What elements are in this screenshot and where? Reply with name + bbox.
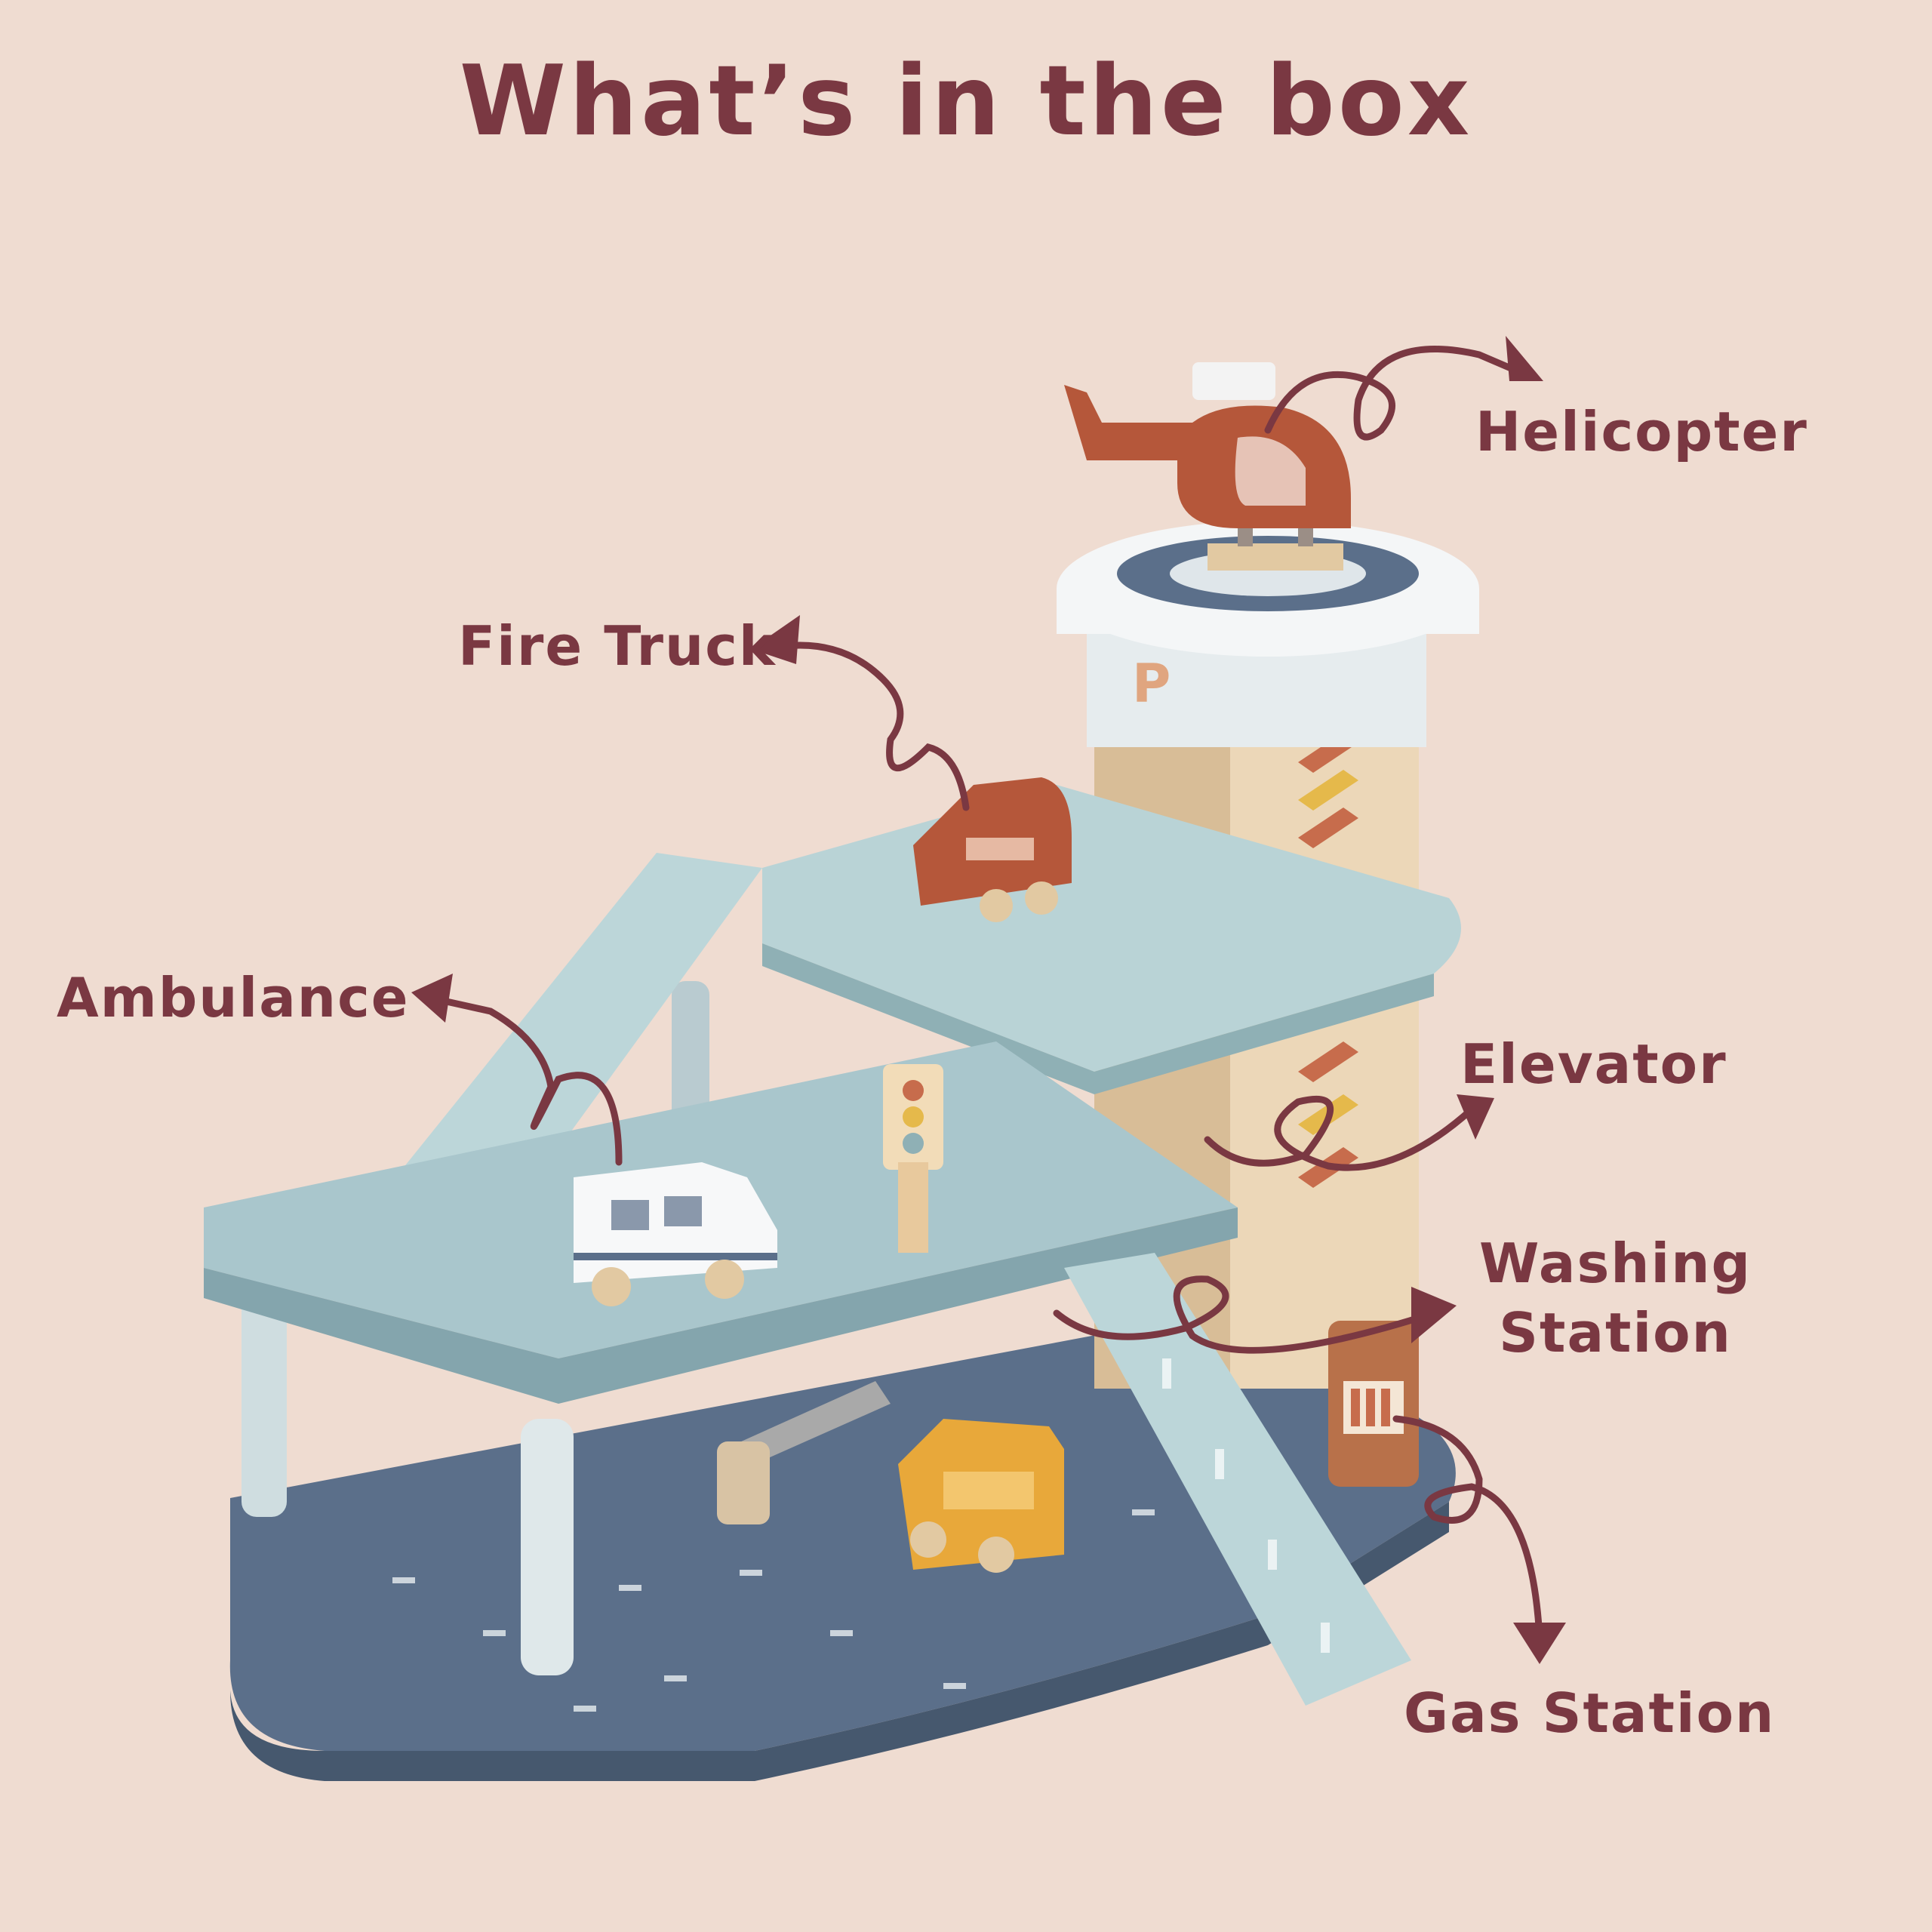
fire-truck-arrow bbox=[762, 641, 970, 811]
page-title: What’s in the box bbox=[459, 45, 1473, 158]
lower-ramp bbox=[1064, 1253, 1411, 1706]
upper-ramp bbox=[347, 853, 762, 1253]
gas-pump-toy bbox=[1328, 1321, 1419, 1487]
ambulance-toy bbox=[574, 1162, 777, 1306]
fire-truck-toy bbox=[913, 777, 1072, 922]
label-fire-truck: Fire Truck bbox=[458, 614, 777, 678]
arrowhead-icon bbox=[1513, 1623, 1566, 1664]
pillar bbox=[521, 1419, 574, 1675]
pillar bbox=[242, 1268, 287, 1517]
yellow-car-toy bbox=[898, 1419, 1064, 1573]
washing-station-arrow bbox=[1053, 1275, 1438, 1354]
pillar bbox=[672, 981, 709, 1132]
label-elevator: Elevator bbox=[1460, 1032, 1727, 1096]
ambulance-arrow bbox=[419, 992, 623, 1166]
label-helicopter: Helicopter bbox=[1475, 400, 1808, 463]
label-ambulance: Ambulance bbox=[57, 966, 410, 1029]
label-gas-station: Gas Station bbox=[1404, 1681, 1776, 1745]
label-washing-station: Washing Station bbox=[1479, 1232, 1752, 1364]
arrowhead-icon bbox=[1411, 1287, 1457, 1343]
helicopter-toy bbox=[1064, 362, 1351, 571]
arrowhead-icon bbox=[411, 974, 453, 1023]
arrowhead-icon bbox=[1457, 1094, 1494, 1140]
arrowhead-icon bbox=[1506, 336, 1543, 381]
gas-station-arrow bbox=[1392, 1415, 1543, 1641]
elevator-arrow bbox=[1204, 1095, 1475, 1171]
svg-text:P: P bbox=[1132, 653, 1171, 715]
arrowhead-icon bbox=[751, 615, 800, 664]
car-lift bbox=[724, 1381, 891, 1464]
helicopter-arrow bbox=[1264, 346, 1536, 441]
